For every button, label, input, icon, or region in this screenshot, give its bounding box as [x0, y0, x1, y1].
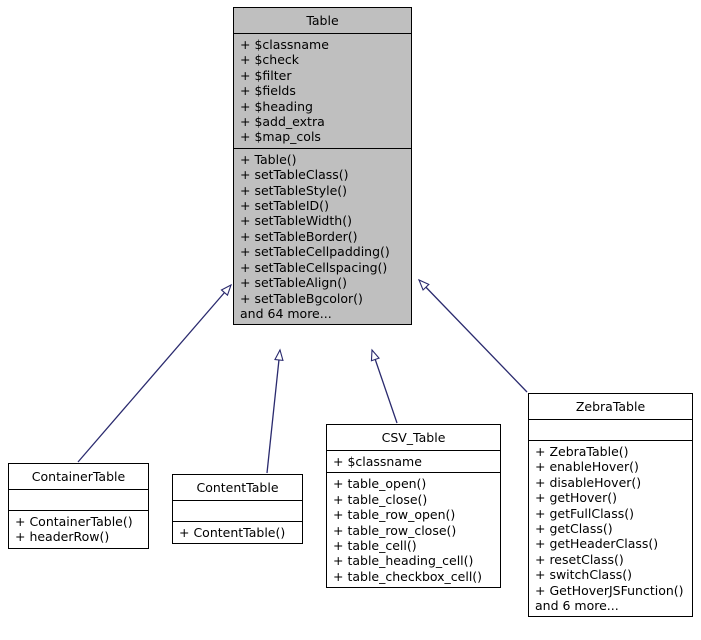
method: + table_row_open(): [333, 507, 456, 523]
class-attributes-csvtable: + $classname: [327, 451, 500, 474]
method: + getClass(): [535, 521, 613, 537]
method: + resetClass(): [535, 551, 624, 567]
method: + getHeaderClass(): [535, 536, 659, 552]
class-name-contenttable: ContentTable: [173, 475, 302, 501]
edge-containertable-table: [77, 283, 232, 463]
class-box-contenttable[interactable]: ContentTable + ContentTable(): [172, 474, 303, 545]
method: + setTableWidth(): [240, 213, 352, 229]
class-attributes-zebratable: [529, 420, 692, 441]
method: + setTableClass(): [240, 167, 349, 183]
method: + disableHover(): [535, 474, 642, 490]
class-methods-table: + Table() + setTableClass() + setTableSt…: [234, 149, 411, 324]
method: + ContainerTable(): [15, 514, 133, 529]
more-members-label: and 6 more...: [535, 598, 619, 614]
class-attributes-table: + $classname + $check + $filter + $field…: [234, 34, 411, 149]
edge-csvtable-table: [370, 348, 398, 424]
class-box-zebratable[interactable]: ZebraTable + ZebraTable() + enableHover(…: [528, 393, 693, 618]
attribute: + $fields: [240, 83, 296, 99]
method: + table_row_close(): [333, 522, 457, 538]
method: + ContentTable(): [179, 525, 286, 540]
class-methods-containertable: + ContainerTable() + headerRow(): [9, 511, 148, 548]
attribute: + $classname: [240, 37, 329, 52]
method: + enableHover(): [535, 459, 639, 475]
class-methods-contenttable: + ContentTable(): [173, 522, 302, 543]
method: + table_checkbox_cell(): [333, 568, 483, 584]
method: + headerRow(): [15, 529, 110, 545]
class-box-containertable[interactable]: ContainerTable + ContainerTable() + head…: [8, 463, 149, 549]
method: + GetHoverJSFunction(): [535, 582, 684, 598]
attribute: + $classname: [333, 454, 422, 469]
method: + setTableBgcolor(): [240, 290, 363, 306]
attribute: + $check: [240, 52, 299, 68]
method: + table_open(): [333, 476, 427, 492]
method: + setTableAlign(): [240, 275, 347, 291]
method: + setTableStyle(): [240, 182, 348, 198]
class-name-csvtable: CSV_Table: [327, 425, 500, 451]
class-name-zebratable: ZebraTable: [529, 394, 692, 420]
attribute: + $map_cols: [240, 129, 321, 145]
method: + getHover(): [535, 490, 618, 506]
method: + setTableCellspacing(): [240, 259, 388, 275]
method: + table_cell(): [333, 538, 417, 554]
method: + setTableCellpadding(): [240, 244, 390, 260]
attribute: + $filter: [240, 67, 292, 83]
class-attributes-contenttable: [173, 501, 302, 522]
method: + switchClass(): [535, 567, 632, 583]
method: + setTableID(): [240, 198, 329, 214]
class-name-containertable: ContainerTable: [9, 464, 148, 490]
class-methods-csvtable: + table_open() + table_close() + table_r…: [327, 473, 500, 587]
edge-contenttable-table: [266, 348, 284, 474]
edge-zebratable-table: [417, 278, 528, 393]
class-attributes-containertable: [9, 490, 148, 511]
method: + Table(): [240, 151, 297, 167]
method: + ZebraTable(): [535, 444, 629, 459]
more-members-label: and 64 more...: [240, 305, 332, 321]
attribute: + $add_extra: [240, 114, 325, 130]
class-box-csvtable[interactable]: CSV_Table + $classname + table_open() + …: [326, 424, 501, 589]
class-name-table: Table: [234, 8, 411, 34]
class-box-table[interactable]: Table + $classname + $check + $filter + …: [233, 7, 412, 326]
method: + setTableBorder(): [240, 228, 358, 244]
class-methods-zebratable: + ZebraTable() + enableHover() + disable…: [529, 441, 692, 616]
attribute: + $heading: [240, 98, 313, 114]
method: + table_close(): [333, 491, 428, 507]
method: + getFullClass(): [535, 505, 634, 521]
method: + table_heading_cell(): [333, 553, 474, 569]
